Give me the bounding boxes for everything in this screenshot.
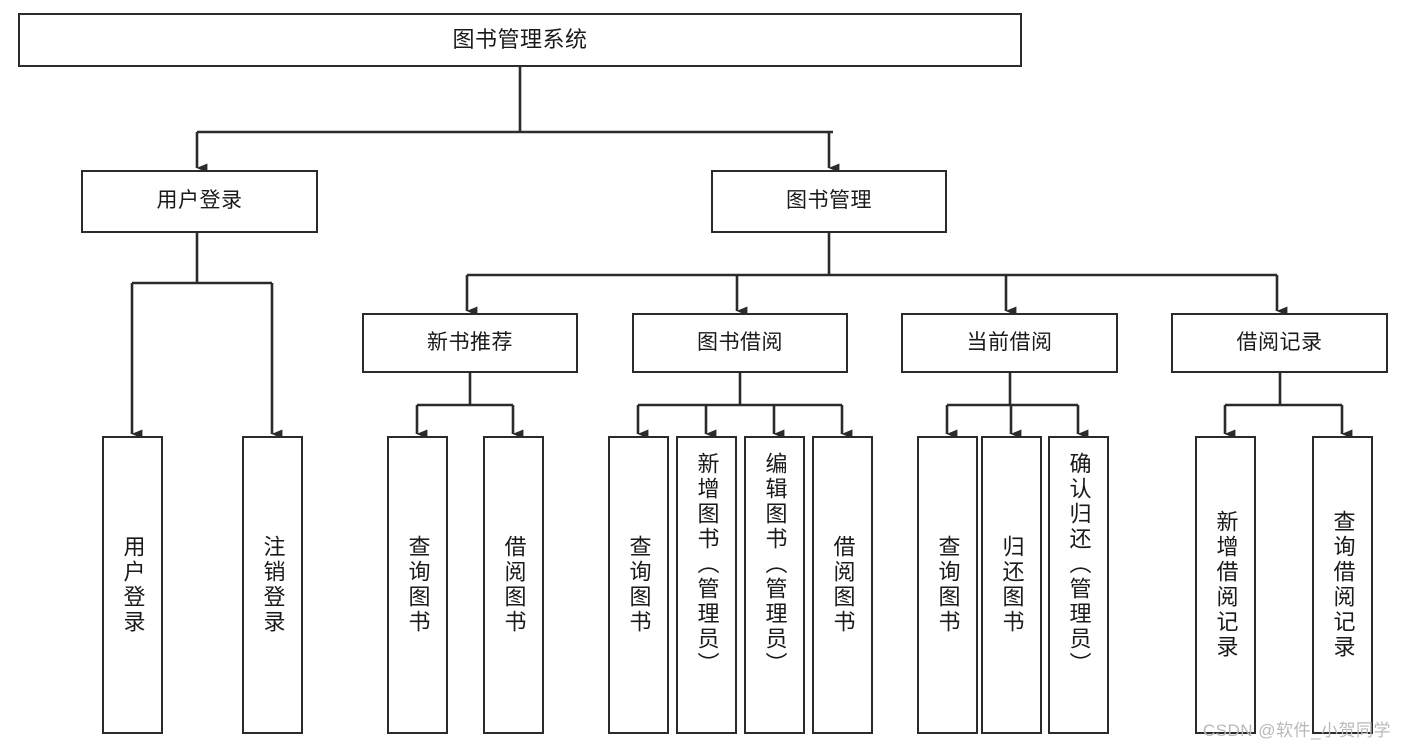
node-label: 归还图书	[999, 535, 1025, 635]
node-label: 查询图书	[405, 535, 431, 635]
node-label: 查询借阅记录	[1330, 510, 1356, 660]
node-leaf-return-book[interactable]: 归还图书	[981, 436, 1042, 734]
node-book-borrow[interactable]: 图书借阅	[632, 313, 848, 373]
node-label: 查询图书	[626, 535, 652, 635]
watermark-text: CSDN @软件_小贺同学	[1202, 721, 1391, 740]
node-leaf-query-book-1[interactable]: 查询图书	[387, 436, 448, 734]
node-leaf-add-book[interactable]: 新增图书（管理员）	[676, 436, 737, 734]
node-leaf-add-record[interactable]: 新增借阅记录	[1195, 436, 1256, 734]
node-current-borrow[interactable]: 当前借阅	[901, 313, 1118, 373]
node-leaf-borrow-book-2[interactable]: 借阅图书	[812, 436, 873, 734]
node-leaf-edit-book[interactable]: 编辑图书（管理员）	[744, 436, 805, 734]
node-leaf-logout-login[interactable]: 注销登录	[242, 436, 303, 734]
node-leaf-confirm-return[interactable]: 确认归还（管理员）	[1048, 436, 1109, 734]
node-leaf-user-login[interactable]: 用户登录	[102, 436, 163, 734]
node-borrow-record[interactable]: 借阅记录	[1171, 313, 1388, 373]
node-new-book-recommend[interactable]: 新书推荐	[362, 313, 578, 373]
node-leaf-query-book-2[interactable]: 查询图书	[608, 436, 669, 734]
node-user-login[interactable]: 用户登录	[81, 170, 318, 233]
node-leaf-borrow-book-1[interactable]: 借阅图书	[483, 436, 544, 734]
node-label: 借阅图书	[501, 535, 527, 635]
node-label: 编辑图书（管理员）	[762, 452, 788, 677]
node-label: 用户登录	[156, 189, 243, 213]
node-label: 用户登录	[120, 535, 146, 635]
node-leaf-query-book-3[interactable]: 查询图书	[917, 436, 978, 734]
node-label: 借阅记录	[1236, 330, 1323, 354]
node-label: 图书借阅	[697, 330, 783, 354]
node-leaf-query-record[interactable]: 查询借阅记录	[1312, 436, 1373, 734]
node-label: 图书管理系统	[452, 27, 588, 53]
node-book-management[interactable]: 图书管理	[711, 170, 947, 233]
node-label: 注销登录	[260, 535, 286, 635]
node-label: 新增图书（管理员）	[694, 452, 720, 677]
node-label: 借阅图书	[830, 535, 856, 635]
node-label: 新书推荐	[427, 330, 513, 354]
node-label: 确认归还（管理员）	[1066, 452, 1092, 677]
node-root-system[interactable]: 图书管理系统	[18, 13, 1022, 67]
node-label: 新增借阅记录	[1213, 510, 1239, 660]
node-label: 图书管理	[786, 189, 872, 213]
node-label: 当前借阅	[966, 330, 1053, 354]
node-label: 查询图书	[935, 535, 961, 635]
